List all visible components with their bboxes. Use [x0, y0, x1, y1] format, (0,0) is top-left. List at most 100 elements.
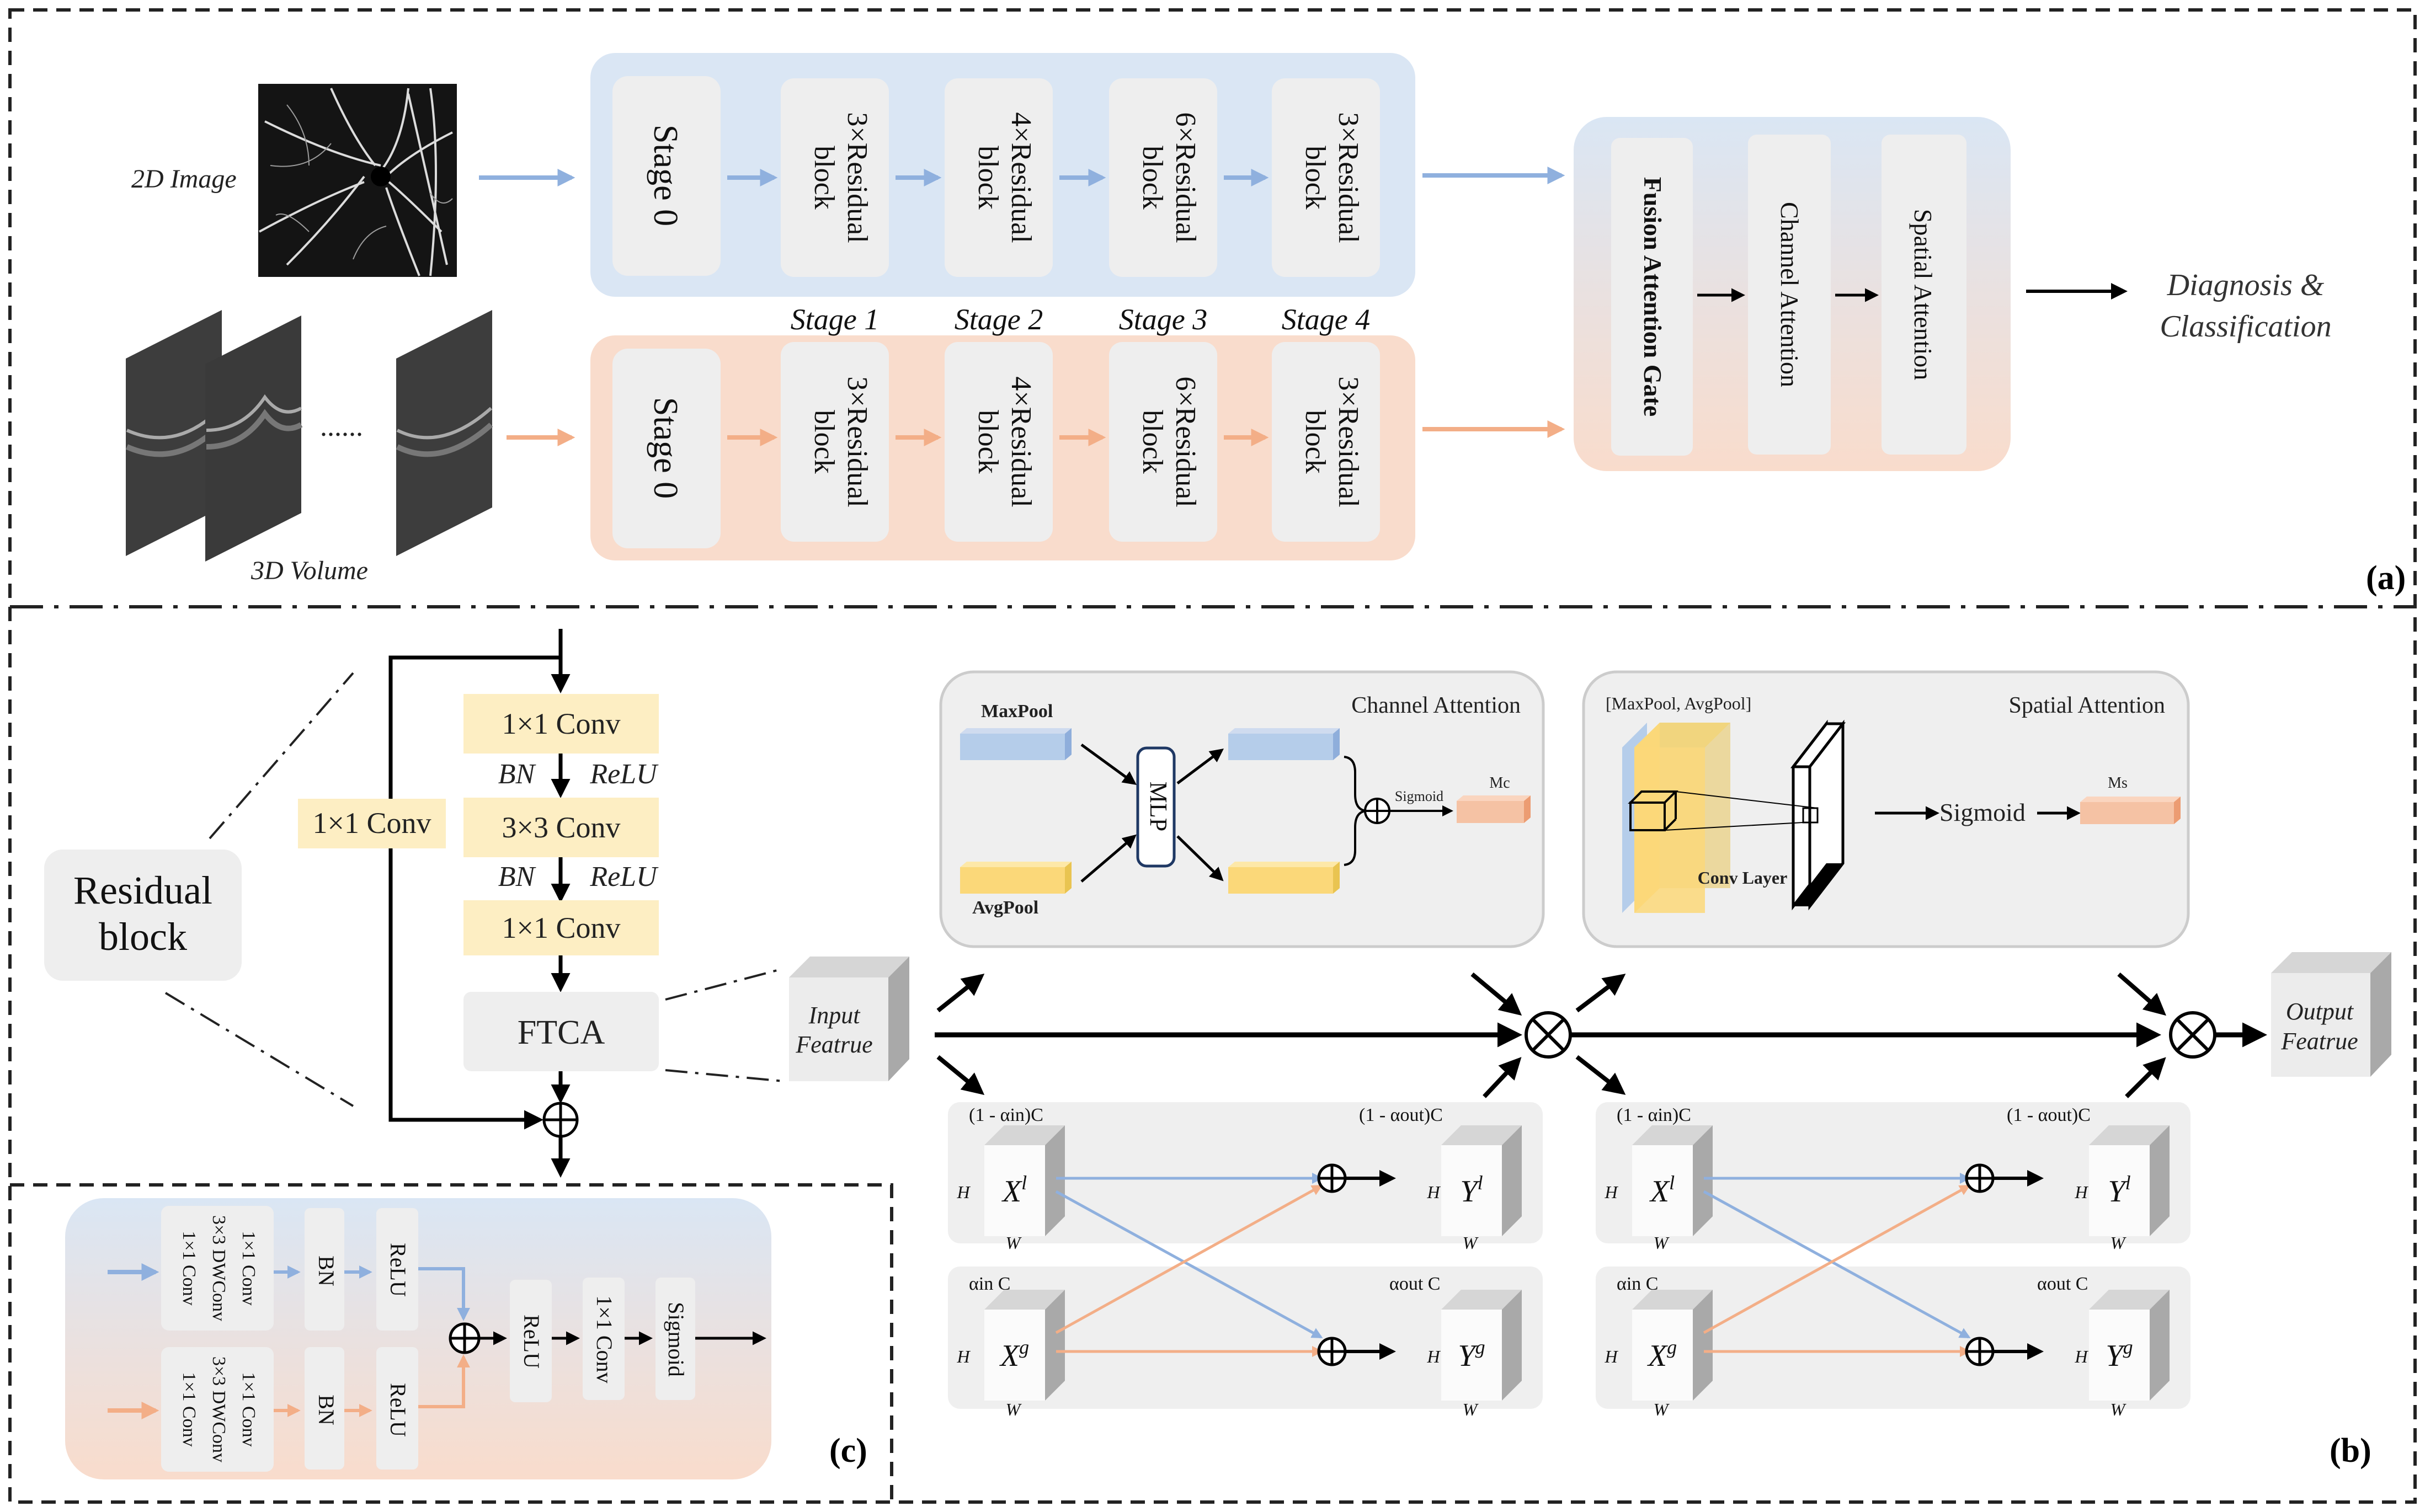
c-bn-orange	[305, 1347, 344, 1470]
fft2-w-label-4: W	[2110, 1399, 2127, 1419]
c-relu-orange	[376, 1347, 418, 1470]
panel-label-c: (c)	[829, 1432, 867, 1470]
panel-label-a: (a)	[2366, 559, 2406, 597]
stage-name-1: Stage 1	[791, 303, 879, 336]
fft2-h-label-2: H	[2074, 1182, 2088, 1202]
c-sigmoid	[655, 1278, 695, 1400]
fft2-xl-cube	[1632, 1125, 1713, 1236]
fft1-g2l-arrow	[1055, 1184, 1323, 1334]
channel-attention-title: Channel Attention	[1351, 693, 1521, 718]
residual-block-label-2: block	[99, 915, 187, 959]
fft2-top-left-label: (1 - αin)C	[1617, 1105, 1691, 1125]
mlp-label: MLP	[1145, 782, 1172, 831]
bn-label-2: BN	[498, 861, 537, 893]
residual-add-icon	[542, 1102, 579, 1138]
c-relu-blue	[376, 1208, 418, 1331]
fft1-top-right-label: (1 - αout)C	[1359, 1105, 1443, 1125]
spatial-attention-box	[1882, 135, 1966, 455]
panel-a: 2D Image ...... 3D Volume Stage 0 3×Resi…	[125, 53, 2332, 585]
fft1-w-label-1: W	[1006, 1233, 1022, 1253]
fft1-local-add-icon	[1317, 1163, 1347, 1193]
c-relu-merged	[510, 1280, 552, 1402]
ftca-box	[463, 992, 659, 1071]
fft1-h-label-4: H	[1426, 1347, 1441, 1366]
fft2-local-panel	[1596, 1102, 2191, 1243]
output-label-line2: Classification	[2160, 309, 2331, 344]
stage0-label-2d: Stage 0	[647, 125, 684, 226]
conv-layer-label: Conv Layer	[1698, 868, 1788, 888]
flow-fft2-to-mult	[2125, 1057, 2166, 1098]
bn-label-1: BN	[498, 758, 537, 790]
oct-volume	[125, 310, 493, 562]
c-relu-blue-label: ReLU	[386, 1243, 411, 1297]
panel-b-ftca: Input Featrue Channel Attention MaxPool …	[789, 670, 2391, 1419]
output-feature-label-1: Output	[2286, 998, 2354, 1025]
block-orange-stage4-line1: 3×Residual	[1333, 376, 1364, 507]
zoom-line-top	[209, 672, 354, 840]
block-blue-stage2-line2: block	[972, 146, 1004, 210]
block-orange-stage1-line1: 3×Residual	[841, 376, 873, 507]
fft1-xg-cube	[984, 1290, 1065, 1401]
channel-add-icon	[1364, 798, 1390, 824]
c-bn-blue	[305, 1208, 344, 1331]
mlp-out-blue	[1228, 728, 1340, 760]
image-2d-label: 2D Image	[131, 164, 237, 194]
block-blue-stage2	[945, 78, 1053, 277]
c-add-icon	[449, 1322, 481, 1354]
fft1-h-label-3: H	[956, 1347, 971, 1366]
flow-spatial-to-mult	[2117, 972, 2167, 1016]
c-sigmoid-label: Sigmoid	[664, 1302, 689, 1377]
block-blue-stage1	[781, 78, 889, 277]
volume-ellipsis: ......	[320, 411, 363, 442]
fft2-bottom-right-label: αout C	[2037, 1274, 2088, 1294]
fft1-w-label-3: W	[1006, 1399, 1022, 1419]
conv3-label: 1×1 Conv	[502, 911, 621, 944]
input-feature-label-1: Input	[808, 1002, 861, 1029]
fft1-yg-cube	[1441, 1290, 1522, 1401]
fft2-h-label-3: H	[1604, 1347, 1618, 1366]
mc-label: Mc	[1489, 774, 1510, 792]
block-blue-stage1-line1: 3×Residual	[841, 112, 873, 243]
avgpool-vector	[960, 862, 1072, 894]
fft1-h-label-1: H	[956, 1182, 971, 1202]
spatial-sigmoid-label: Sigmoid	[1939, 798, 2026, 826]
residual-block-box	[44, 850, 242, 981]
maxpool-vector	[960, 728, 1072, 760]
fft1-top-left-label: (1 - αin)C	[969, 1105, 1043, 1125]
arrow-avgpool-mlp	[1080, 834, 1137, 883]
zoom-line-bottom	[164, 992, 354, 1107]
c-relu-orange-label: ReLU	[386, 1383, 411, 1437]
channel-attention-box	[1748, 135, 1831, 455]
fft1-xl-cube	[984, 1125, 1065, 1236]
output-feature-cube	[2271, 952, 2391, 1077]
conv1-label: 1×1 Conv	[502, 707, 621, 740]
multiply-icon-1	[1525, 1011, 1572, 1059]
ms-label: Ms	[2108, 774, 2128, 792]
stage0-box-2d	[612, 76, 721, 276]
oct-angiography-image	[258, 84, 457, 277]
conv1-box	[463, 694, 659, 754]
pool-concat-label: [MaxPool, AvgPool]	[1606, 693, 1751, 713]
relu-label-1: ReLU	[589, 758, 659, 790]
flow-fft1-to-mult	[1483, 1057, 1522, 1098]
fft1-h-label-2: H	[1426, 1182, 1441, 1202]
panel-c-border	[10, 1183, 893, 1502]
shortcut-conv-box	[298, 799, 446, 848]
block-orange-stage3-line2: block	[1137, 410, 1168, 474]
stage-name-2: Stage 2	[955, 303, 1043, 336]
projection-line-1	[1675, 791, 1818, 809]
c-orange-to-add	[418, 1354, 470, 1408]
c-relu-merged-label: ReLU	[519, 1315, 544, 1369]
channel-attention-label-a: Channel Attention	[1776, 202, 1804, 387]
skip-connection	[388, 655, 561, 1130]
input-feature-label-2: Featrue	[795, 1031, 872, 1058]
ftca-zoom-top	[665, 968, 784, 1001]
conv-layer-slab	[1790, 719, 1846, 911]
ms-vector	[2080, 797, 2181, 824]
block-blue-stage4-line1: 3×Residual	[1333, 112, 1364, 243]
flow-channel-to-mult	[1470, 972, 1522, 1016]
fft1-l2g-arrow	[1055, 1190, 1323, 1339]
mc-vector	[1457, 795, 1531, 823]
